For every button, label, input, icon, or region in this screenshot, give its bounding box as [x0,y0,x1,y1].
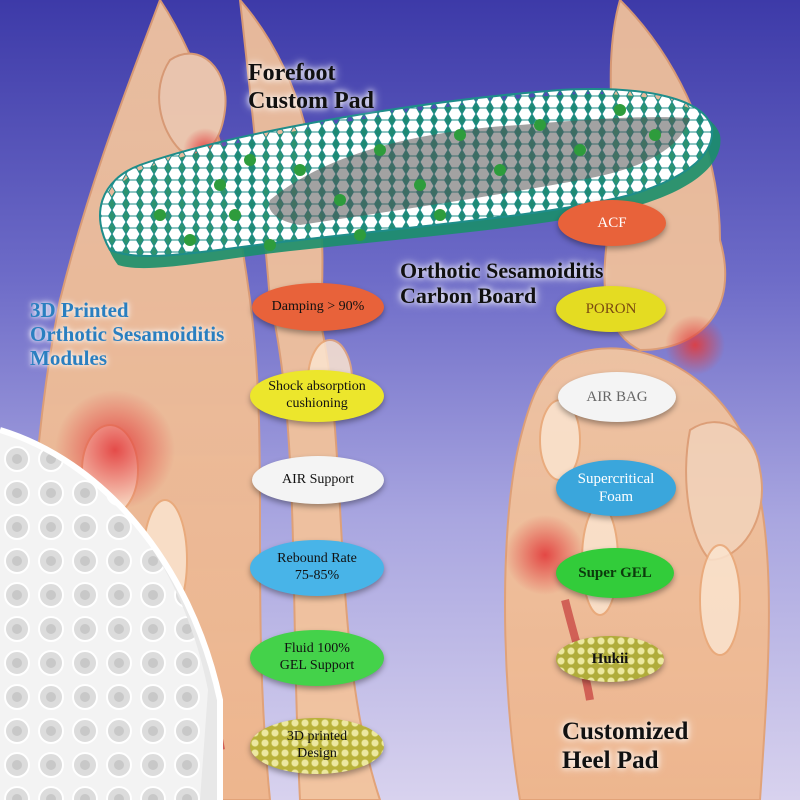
material-pill-poron: PORON [556,286,666,332]
pill-label: Super GEL [578,565,652,581]
material-pill-hukii: Hukii [556,636,664,682]
pill-label: Hukii [591,651,629,667]
pill-label: GEL Support [279,658,355,673]
heading-line: 3D Printed [30,298,129,322]
pill-label: Fluid 100% [284,641,350,657]
heading-line: Heel Pad [562,746,659,774]
pill-label: AIR Support [282,471,354,487]
heading-line: Orthotic Sesamoiditis [400,258,604,283]
pill-label: ACF [597,215,627,231]
pill-label: cushioning [286,396,348,411]
pill-label: PORON [585,301,637,317]
pill-label: AIR BAG [586,389,648,405]
pill-label: Design [297,746,337,761]
pill-label: Shock absorption [268,379,366,395]
insole-illustration [99,88,721,269]
pill-label: Supercritical [577,471,655,487]
heading-line: Carbon Board [400,283,537,309]
carbon-board-heading: Orthotic Sesamoiditis Carbon Board [400,258,604,309]
material-pill-supercritical-foam: Supercritical Foam [556,460,676,516]
heading-line: Custom Pad [248,87,375,114]
forefoot-pad-heading: Forefoot Custom Pad [248,60,374,115]
pill-label: Foam [598,489,634,505]
feature-pill-gel-support: Fluid 100% GEL Support [250,630,384,686]
heading-line: Customized [562,718,689,745]
feature-pill-damping: Damping > 90% [252,283,384,331]
feature-pill-3d-printed: 3D printed Design [250,718,384,774]
pill-label: Damping > 90% [271,298,365,314]
pill-label: Rebound Rate [277,551,357,567]
material-pill-acf: ACF [558,200,666,246]
feature-pill-air-support: AIR Support [252,456,384,504]
heading-line: Forefoot [248,60,336,86]
pill-label: 3D printed [286,729,348,745]
heel-pad-heading: Customized Heel Pad [562,718,688,776]
feature-pill-rebound-rate: Rebound Rate 75-85% [250,540,384,596]
3d-printed-module-illustration [0,427,223,800]
heading-line: Modules [30,346,108,371]
material-pill-air-bag: AIR BAG [558,372,676,422]
material-pill-super-gel: Super GEL [556,548,674,598]
pill-label: 75-85% [294,568,340,583]
heading-line: Orthotic Sesamoiditis [30,322,225,347]
3d-modules-heading: 3D Printed Orthotic Sesamoiditis Modules [30,298,224,370]
feature-pill-shock-absorption: Shock absorption cushioning [250,370,384,422]
